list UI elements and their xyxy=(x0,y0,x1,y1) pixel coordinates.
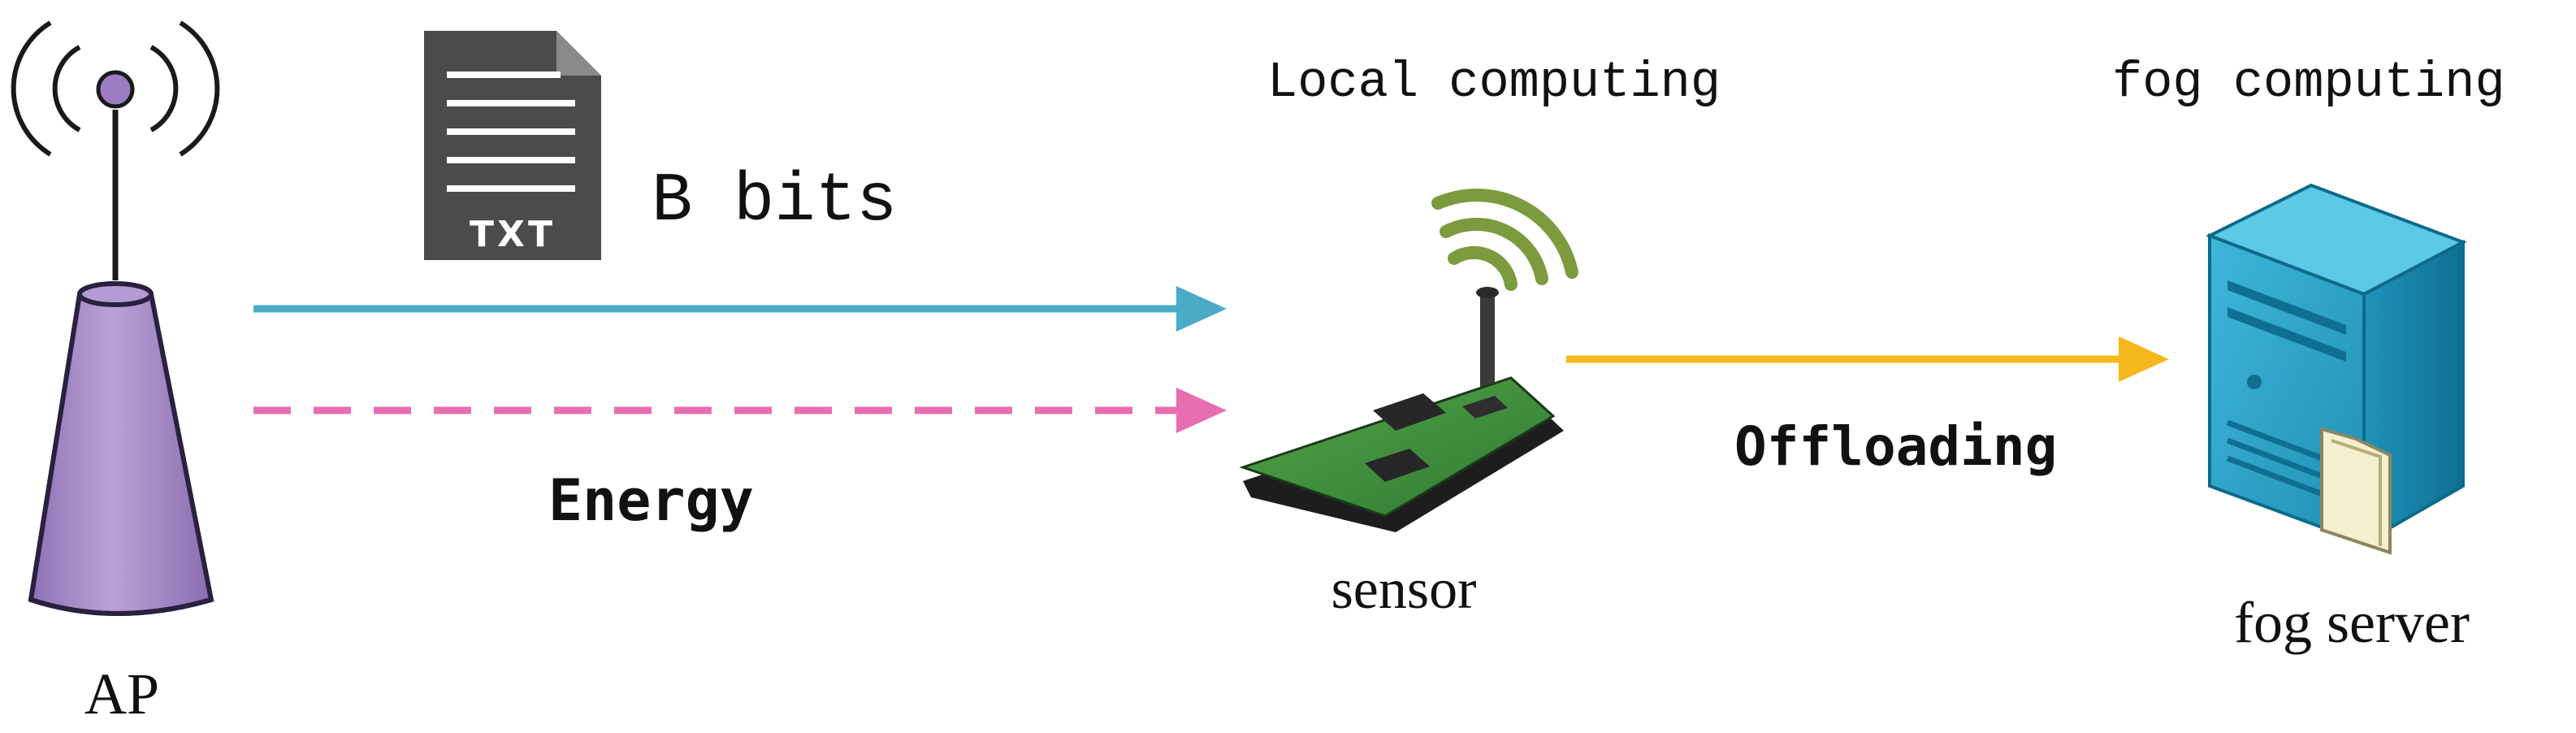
txt-document-icon: TXT xyxy=(424,31,601,260)
document-line xyxy=(447,157,575,163)
ap-tower-base-rim xyxy=(30,597,212,616)
fog-computing-label: fog computing xyxy=(2112,54,2505,111)
sensor-antenna-tip xyxy=(1476,287,1499,298)
document-badge-label: TXT xyxy=(470,214,556,255)
data-transfer-arrow xyxy=(253,286,1227,332)
sensor-signal-outer-icon xyxy=(1431,189,1578,279)
ap-signal-outer-right-icon xyxy=(179,20,220,157)
energy-transfer-arrow xyxy=(253,388,1227,433)
sensor-label: sensor xyxy=(1331,558,1477,621)
ap-tower-body xyxy=(28,292,214,616)
document-line xyxy=(447,185,575,192)
document-line xyxy=(447,72,561,78)
energy-label: Energy xyxy=(548,467,754,534)
ap-signal-outer-left-icon xyxy=(11,20,52,157)
ap-tower-top xyxy=(77,281,154,307)
local-computing-label: Local computing xyxy=(1267,54,1721,111)
document-line xyxy=(447,128,575,135)
folder-icon xyxy=(2320,427,2392,555)
sensor-signal-inner-icon xyxy=(1448,245,1517,291)
server-tower-icon xyxy=(2206,183,2467,555)
sensor-chip xyxy=(1373,393,1446,431)
sensor-chip xyxy=(1365,449,1430,482)
offloading-label: Offloading xyxy=(1734,415,2057,478)
data-size-label: B bits xyxy=(652,163,897,241)
sensor-antenna xyxy=(1480,291,1495,413)
server-power-button xyxy=(2247,375,2262,389)
ap-signal-inner-right-icon xyxy=(149,45,179,132)
sensor-chip xyxy=(1462,396,1508,419)
access-point-icon xyxy=(11,20,220,616)
server-drive-bay xyxy=(2227,307,2346,362)
data-arrow-head xyxy=(1176,286,1227,332)
document-page xyxy=(424,31,601,260)
fog-server-label: fog server xyxy=(2234,590,2470,655)
document-fold xyxy=(556,31,601,76)
server-drive-bay xyxy=(2227,280,2346,335)
ap-label: AP xyxy=(84,661,159,726)
ap-antenna-tip xyxy=(96,70,135,109)
ap-signal-inner-left-icon xyxy=(52,45,81,132)
energy-arrow-head xyxy=(1176,388,1227,433)
sensor-signal-middle-icon xyxy=(1440,218,1548,285)
document-line xyxy=(447,100,575,106)
offloading-arrow xyxy=(1566,336,2169,382)
offload-arrow-head xyxy=(2119,336,2169,382)
sensor-board-icon xyxy=(1239,189,1578,532)
